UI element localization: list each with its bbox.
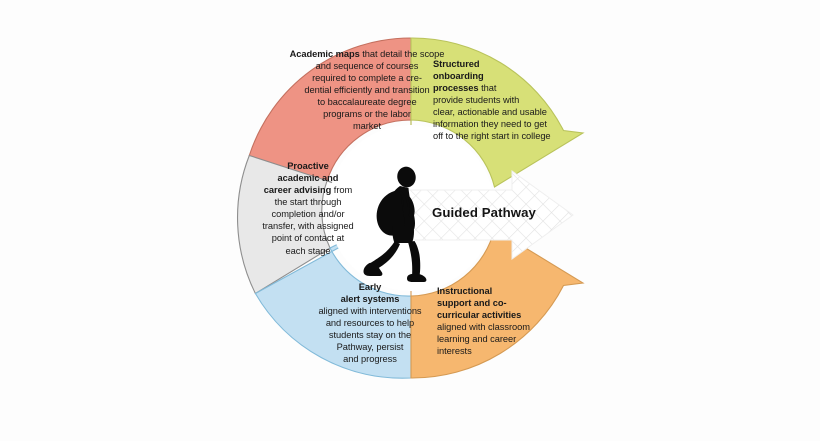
label-proactive-advising-l6: transfer, with assigned	[262, 221, 354, 232]
label-academic-maps: Academic maps that detail the scope and …	[288, 48, 446, 133]
label-academic-maps-l4: dential efficiently and transition	[304, 85, 430, 96]
label-academic-maps-bold: Academic maps	[289, 49, 360, 59]
center-title: Guided Pathway	[432, 205, 536, 220]
label-proactive-advising-b3: career advising	[263, 185, 332, 196]
label-instructional-support-l4: aligned with classroom	[437, 322, 530, 333]
label-early-alert-systems-l6: Pathway, persist	[336, 342, 404, 353]
segment-early-alert-systems[interactable]	[254, 207, 412, 379]
label-academic-maps-l2: and sequence of courses	[315, 61, 419, 72]
segment-structured-onboarding[interactable]	[410, 37, 585, 208]
label-academic-maps-l1: that detail the scope	[359, 49, 445, 59]
segment-instructional-support[interactable]	[410, 208, 585, 379]
label-instructional-support: Instructional support and co- curricular…	[437, 285, 572, 357]
label-structured-onboarding-l5: clear, actionable and usable	[433, 107, 547, 118]
label-proactive-advising-l5: completion and/or	[271, 209, 345, 220]
label-academic-maps-l3: required to complete a cre-	[312, 73, 422, 84]
label-early-alert-systems-b2: alert systems	[340, 294, 400, 305]
label-instructional-support-l6: interests	[437, 346, 472, 357]
label-early-alert-systems-l5: students stay on the	[328, 330, 412, 341]
label-proactive-advising-l8: each stage	[285, 245, 331, 256]
label-structured-onboarding-l3tail: that	[478, 83, 497, 94]
label-structured-onboarding-b2: onboarding	[433, 71, 484, 82]
label-structured-onboarding-l7: off to the right start in college	[433, 131, 551, 142]
label-academic-maps-l5: to baccalaureate degree	[317, 97, 417, 108]
label-proactive-advising: Proactive academic and career advising f…	[244, 160, 372, 257]
label-early-alert-systems-l7: and progress	[343, 354, 397, 365]
label-early-alert-systems: Early alert systems aligned with interve…	[300, 281, 440, 366]
label-structured-onboarding-b3: processes	[433, 83, 479, 94]
label-instructional-support-b3: curricular activities	[437, 310, 522, 321]
label-structured-onboarding-b1: Structured	[433, 59, 480, 69]
label-proactive-advising-l3tail: from	[331, 185, 353, 196]
label-structured-onboarding-l6: information they need to get	[433, 119, 547, 130]
label-proactive-advising-l4: the start through	[274, 197, 342, 208]
label-academic-maps-l6: programs or the labor	[323, 109, 411, 120]
label-instructional-support-l5: learning and career	[437, 334, 517, 345]
label-academic-maps-l7: market	[352, 121, 382, 132]
label-instructional-support-b1: Instructional	[437, 286, 493, 296]
label-early-alert-systems-b1: Early	[358, 282, 382, 292]
label-structured-onboarding: Structured onboarding processes that pro…	[433, 58, 573, 143]
label-proactive-advising-b2: academic and	[277, 173, 339, 184]
label-early-alert-systems-l4: and resources to help	[325, 318, 415, 329]
walking-student-icon	[363, 166, 427, 282]
segment-academic-maps[interactable]	[248, 37, 412, 208]
label-proactive-advising-b1: Proactive	[287, 161, 329, 171]
label-instructional-support-b2: support and co-	[437, 298, 507, 309]
segment-proactive-advising[interactable]	[237, 154, 412, 295]
label-structured-onboarding-l4: provide students with	[433, 95, 520, 106]
label-proactive-advising-l7: point of contact at	[271, 233, 345, 244]
label-early-alert-systems-l3: aligned with interventions	[318, 306, 422, 317]
right-arrow-crosshatch	[397, 170, 574, 260]
